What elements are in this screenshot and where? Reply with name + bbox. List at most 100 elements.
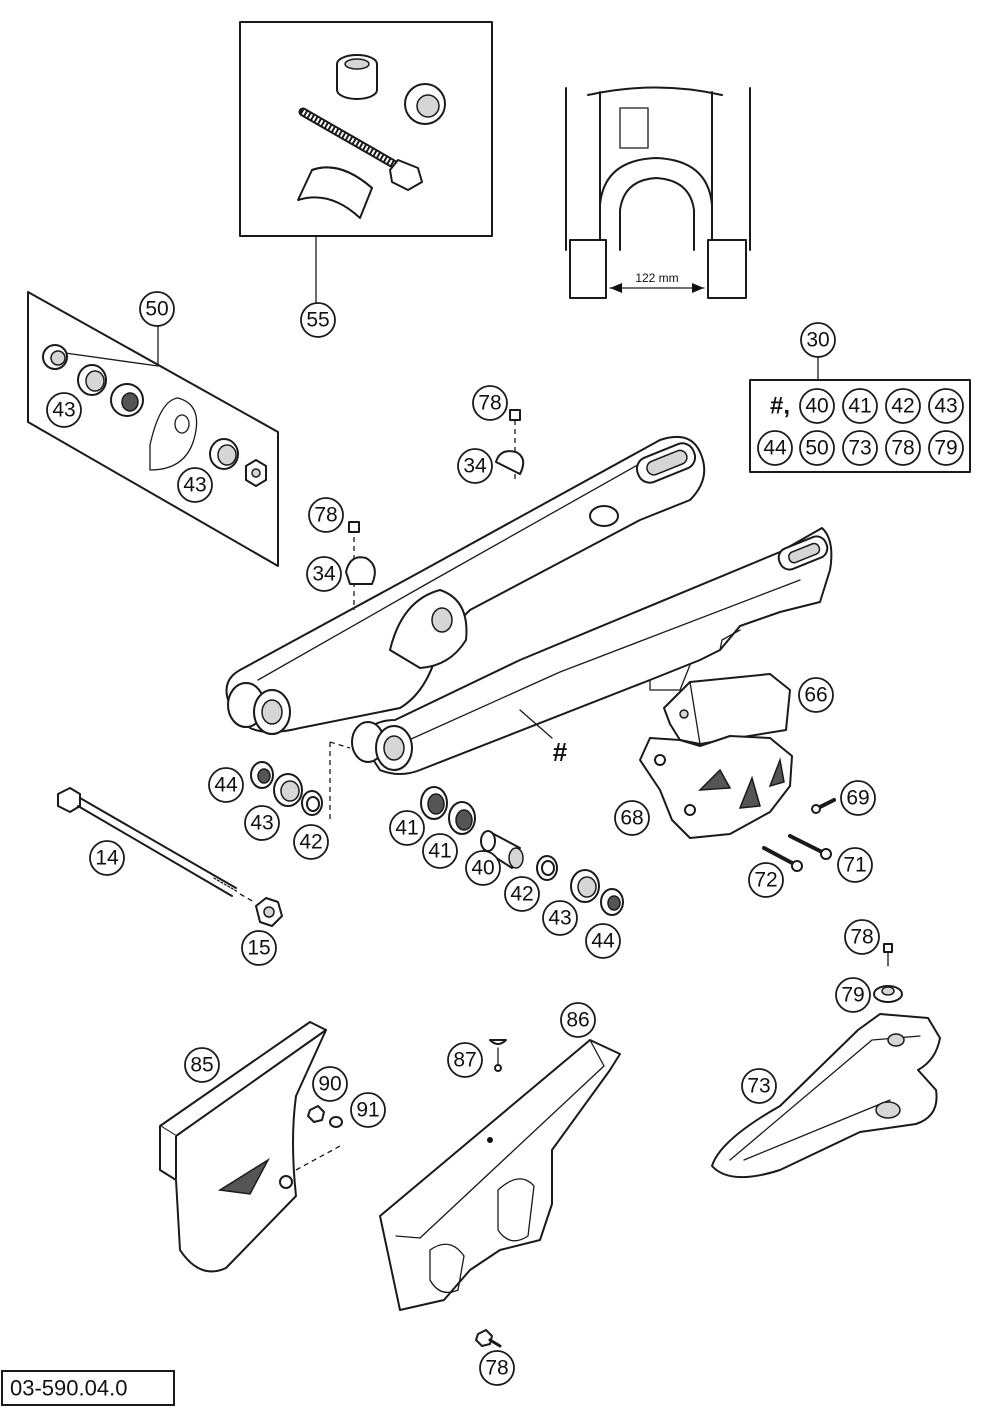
- svg-text:41: 41: [848, 395, 871, 418]
- callout-78-b: 78: [308, 497, 344, 533]
- svg-text:78: 78: [314, 504, 337, 527]
- svg-text:41: 41: [395, 817, 418, 840]
- svg-text:90: 90: [318, 1073, 341, 1096]
- callout-15: 15: [241, 930, 277, 966]
- callout-68: 68: [614, 800, 650, 836]
- callout-34-a: 34: [457, 448, 493, 484]
- chain-guard: [159, 1021, 343, 1273]
- callout-71: 71: [837, 847, 873, 883]
- callout-55: 55: [300, 302, 336, 338]
- svg-text:43: 43: [548, 907, 571, 930]
- svg-text:44: 44: [591, 930, 615, 953]
- svg-text:68: 68: [620, 807, 643, 830]
- right-bearings: [420, 786, 624, 916]
- callout-43-kit-a: 43: [46, 392, 82, 428]
- callout-43-right: 43: [542, 900, 578, 936]
- svg-text:73: 73: [848, 437, 871, 460]
- svg-text:43: 43: [250, 812, 273, 835]
- dimension-label: 122 mm: [635, 271, 678, 285]
- callout-44-right: 44: [585, 923, 621, 959]
- callout-78-a: 78: [472, 385, 508, 421]
- svg-text:41: 41: [428, 840, 451, 863]
- kit-30-contents: #, 40 41 42 43 44 50 73 78 79: [757, 388, 964, 466]
- callout-42-right: 42: [504, 876, 540, 912]
- chain-slider: [711, 943, 941, 1179]
- kit-30-callout-79: 79: [928, 430, 964, 466]
- left-bearings: [250, 761, 323, 816]
- kit-50-box: [27, 291, 279, 567]
- svg-text:40: 40: [805, 395, 828, 418]
- svg-text:15: 15: [247, 937, 270, 960]
- svg-text:79: 79: [934, 437, 957, 460]
- svg-text:34: 34: [463, 455, 487, 478]
- svg-text:50: 50: [145, 298, 168, 321]
- svg-text:78: 78: [850, 926, 873, 949]
- kit-30-callout-50: 50: [799, 430, 835, 466]
- callout-43-kit-b: 43: [177, 467, 213, 503]
- svg-text:34: 34: [312, 563, 336, 586]
- callout-85: 85: [184, 1047, 220, 1083]
- callout-91: 91: [350, 1092, 386, 1128]
- callout-90: 90: [312, 1066, 348, 1102]
- svg-text:66: 66: [804, 684, 827, 707]
- kit-30-box: [749, 355, 971, 473]
- callout-69: 69: [840, 780, 876, 816]
- kit-30-callout-43: 43: [928, 388, 964, 424]
- callout-41-b: 41: [422, 833, 458, 869]
- callout-66: 66: [798, 677, 834, 713]
- kit-30-callout-44: 44: [757, 430, 793, 466]
- callout-40: 40: [465, 850, 501, 886]
- svg-text:87: 87: [453, 1049, 476, 1072]
- svg-text:71: 71: [843, 854, 866, 877]
- kit-30-hash: #,: [770, 393, 790, 420]
- svg-text:30: 30: [806, 329, 829, 352]
- callout-86: 86: [560, 1002, 596, 1038]
- svg-text:85: 85: [190, 1054, 213, 1077]
- kit-30-callout-73: 73: [842, 430, 878, 466]
- kit-30-callout-41: 41: [842, 388, 878, 424]
- svg-text:72: 72: [754, 869, 777, 892]
- svg-text:50: 50: [805, 437, 828, 460]
- callout-43-left: 43: [244, 805, 280, 841]
- svg-text:44: 44: [763, 437, 787, 460]
- seal-guide-line: [329, 741, 351, 820]
- kit-30-callout-42: 42: [885, 388, 921, 424]
- kit-55-box: [239, 21, 493, 305]
- svg-text:42: 42: [299, 831, 322, 854]
- svg-text:78: 78: [891, 437, 914, 460]
- svg-text:43: 43: [52, 399, 75, 422]
- svg-text:78: 78: [485, 1357, 508, 1380]
- callout-79: 79: [835, 977, 871, 1013]
- svg-text:43: 43: [934, 395, 957, 418]
- swingarm-hash-marker: #: [553, 737, 568, 767]
- callout-42-left: 42: [293, 824, 329, 860]
- svg-text:44: 44: [214, 774, 238, 797]
- callout-73: 73: [741, 1068, 777, 1104]
- callout-34-b: 34: [306, 556, 342, 592]
- svg-text:14: 14: [95, 847, 119, 870]
- callout-30: 30: [800, 322, 836, 358]
- svg-text:69: 69: [846, 787, 869, 810]
- callout-78-c: 78: [844, 919, 880, 955]
- kit-30-callout-78: 78: [885, 430, 921, 466]
- svg-text:42: 42: [510, 883, 533, 906]
- callout-87: 87: [447, 1042, 483, 1078]
- callout-14: 14: [89, 840, 125, 876]
- reference-code: 03-590.04.0: [10, 1376, 127, 1401]
- callout-72: 72: [748, 862, 784, 898]
- callout-50: 50: [139, 291, 175, 327]
- callouts: 55 50 43 43 30 78 34 78 34 66 68 69 71 7…: [46, 291, 880, 1386]
- svg-text:86: 86: [566, 1009, 589, 1032]
- kit-30-callout-40: 40: [799, 388, 835, 424]
- svg-text:91: 91: [356, 1099, 379, 1122]
- svg-text:42: 42: [891, 395, 914, 418]
- frame-dimension-detail: 122 mm: [565, 86, 751, 299]
- pivot-axle: [57, 787, 283, 927]
- svg-text:78: 78: [478, 392, 501, 415]
- callout-41-a: 41: [389, 810, 425, 846]
- chain-guide: [639, 673, 836, 872]
- svg-text:55: 55: [306, 309, 329, 332]
- cable-clips: [345, 409, 525, 610]
